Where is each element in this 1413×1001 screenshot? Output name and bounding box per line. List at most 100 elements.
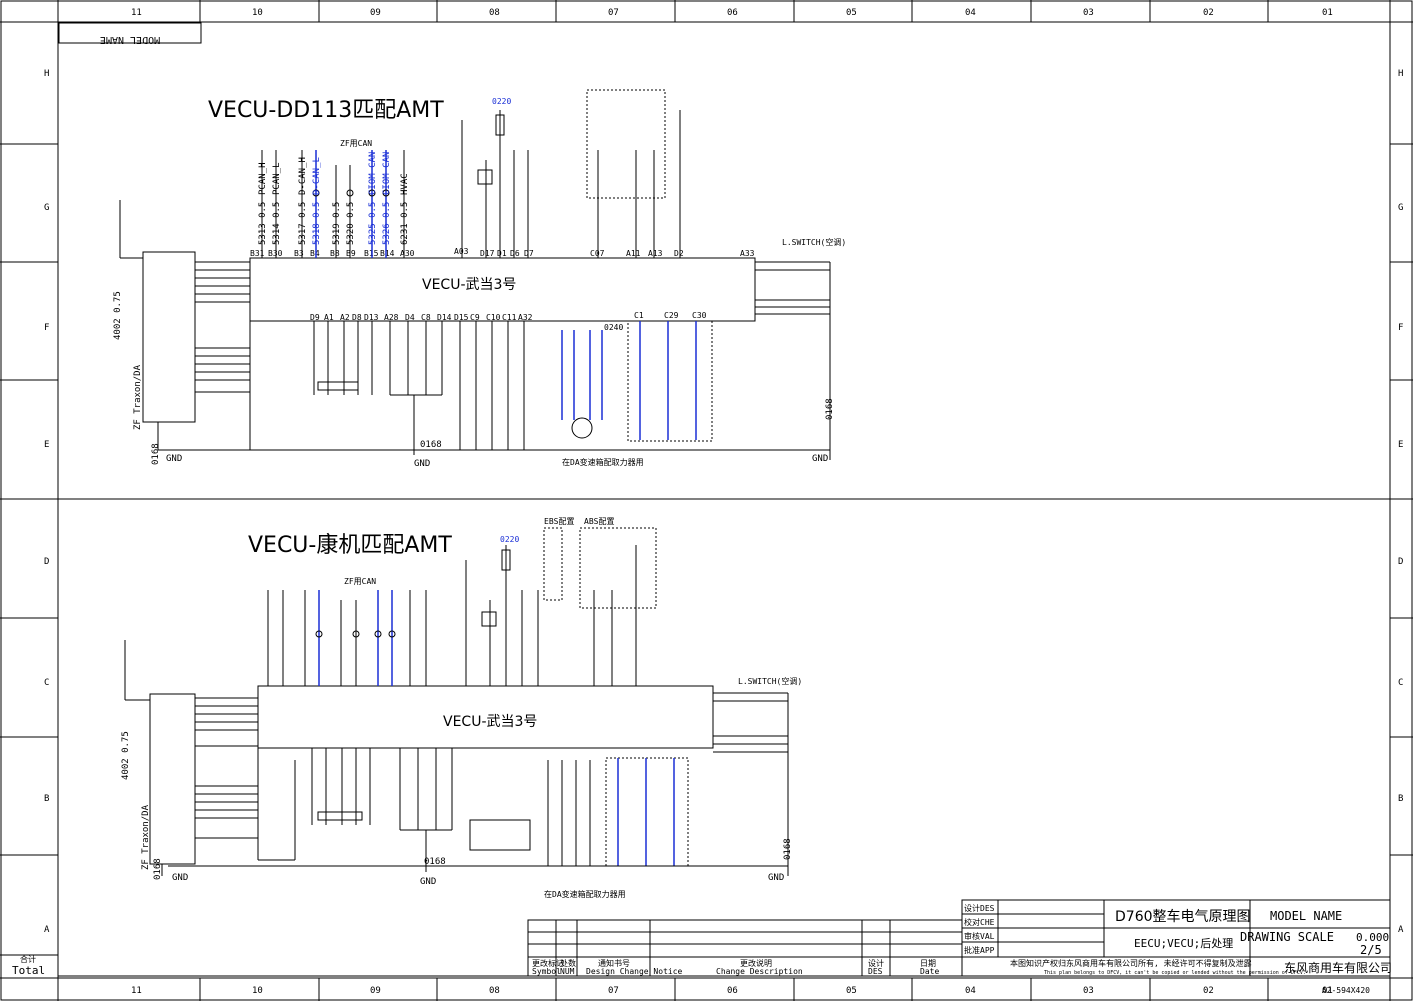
col-label: 08 bbox=[489, 986, 500, 996]
row-label: A bbox=[44, 925, 50, 935]
pin-label: D17 bbox=[480, 249, 495, 258]
diagram-1: VECU-DD113匹配AMT VECU-武当3号 B31 B30 B3 B4 … bbox=[113, 89, 846, 469]
page-number: 2/5 bbox=[1360, 943, 1382, 957]
ecu1-bottom-pins: D9 A1 A2 D8 D13 A28 D4 C8 D14 D15 C9 C10… bbox=[310, 311, 707, 322]
rev-header: Date bbox=[920, 967, 939, 976]
fuse-0220-label-2: 0220 bbox=[500, 535, 519, 544]
ecu1-bottom-wires bbox=[313, 320, 713, 455]
rev-header: Design Change Notice bbox=[586, 967, 683, 976]
pto-note-2: 在DA变速箱配取力器用 bbox=[544, 889, 626, 899]
model-name-tab bbox=[58, 22, 202, 44]
copyright-cn: 本图知识产权归东风商用车有限公司所有, 未经许可不得复制及泄露 bbox=[1010, 958, 1252, 968]
col-label: 01 bbox=[1322, 986, 1333, 996]
pin-label: B3 bbox=[294, 249, 304, 258]
diagram-2-title: VECU-康机匹配AMT bbox=[248, 533, 452, 558]
pin-label: D4 bbox=[405, 313, 415, 322]
sheet-size: A2-594X420 bbox=[1322, 986, 1370, 995]
ecu-label-2: VECU-武当3号 bbox=[443, 714, 537, 730]
col-label: 08 bbox=[489, 8, 500, 18]
pin-label: D7 bbox=[524, 249, 534, 258]
row-label: C bbox=[1398, 678, 1403, 688]
row-label: E bbox=[1398, 440, 1403, 450]
title-row-label: 批准APP bbox=[964, 945, 995, 955]
rev-header: DES bbox=[868, 967, 883, 976]
abs-label: ABS配置 bbox=[584, 517, 614, 526]
rev-header: 通知书号 bbox=[598, 958, 630, 968]
wire-label: 5320 0.5 bbox=[346, 202, 356, 245]
rev-header: 更改标记 bbox=[532, 958, 564, 968]
row-label: C bbox=[44, 678, 49, 688]
pin-label: B31 bbox=[250, 249, 265, 258]
pin-label: B14 bbox=[380, 249, 395, 258]
ecu-box-1 bbox=[249, 257, 756, 322]
row-labels: H G F E D C B A H G F E D C B A bbox=[44, 69, 1404, 935]
pin-label: A1 bbox=[324, 313, 334, 322]
zf-can-label-1: ZF用CAN bbox=[340, 139, 372, 148]
column-ticks bbox=[199, 0, 1269, 1001]
ecu-box-2 bbox=[257, 685, 714, 749]
col-label: 11 bbox=[131, 986, 142, 996]
row-label: D bbox=[44, 557, 49, 567]
gnd-label-2a: GND bbox=[172, 873, 188, 883]
col-label: 10 bbox=[252, 8, 263, 18]
row-label: H bbox=[1398, 69, 1403, 79]
fuse-0220-label-1: 0220 bbox=[492, 97, 511, 106]
pin-label: B30 bbox=[268, 249, 283, 258]
wire-label: 5318 0.5 bbox=[312, 202, 322, 245]
wire-label: 5326 0.5 bbox=[382, 202, 392, 245]
wire-label: 5319 0.5 bbox=[332, 202, 342, 245]
fuse-symbol bbox=[495, 114, 505, 136]
relay-symbol bbox=[477, 169, 493, 185]
wire-signal: HVAC bbox=[400, 173, 410, 195]
gnd-wire-label-1: 0168 bbox=[420, 440, 442, 450]
diagram-1-title: VECU-DD113匹配AMT bbox=[208, 98, 444, 123]
gnd-label-2c: GND bbox=[768, 873, 784, 883]
col-label: 04 bbox=[965, 8, 976, 18]
col-label: 01 bbox=[1322, 8, 1333, 18]
ecu1-top-pins: B31 B30 B3 B4 B8 B9 B15 B14 A30 A03 D17 … bbox=[250, 247, 755, 258]
row-label: G bbox=[44, 203, 49, 213]
rev-header: 更改说明 bbox=[740, 958, 772, 968]
ecu1-top-wires bbox=[261, 110, 681, 258]
wire-signal: PCAN_L bbox=[272, 162, 282, 195]
gnd-label-1c: GND bbox=[812, 454, 828, 464]
connector-side-label-2: ZF Traxon/DA bbox=[141, 804, 151, 870]
lswitch-label-1: L.SWITCH(空调) bbox=[782, 237, 846, 247]
gnd-label-1a: GND bbox=[166, 454, 182, 464]
model-name-tab-text: MODEL NAME bbox=[100, 34, 160, 45]
scale-value: 0.000 bbox=[1356, 931, 1389, 944]
row-label: G bbox=[1398, 203, 1403, 213]
pin-label: C1 bbox=[634, 311, 644, 320]
col-label: 02 bbox=[1203, 986, 1214, 996]
ecu2-top-wires bbox=[267, 545, 637, 686]
pin-label: A13 bbox=[648, 249, 663, 258]
wire-label: 6231 0.5 bbox=[400, 202, 410, 245]
pin-label: B4 bbox=[310, 249, 320, 258]
drawing-subtitle: EECU;VECU;后处理 bbox=[1134, 937, 1233, 950]
row-label: A bbox=[1398, 925, 1404, 935]
title-row-label: 设计DES bbox=[964, 903, 995, 913]
ecu2-bottom-wires bbox=[311, 748, 689, 872]
lswitch-label-2: L.SWITCH(空调) bbox=[738, 676, 802, 686]
gnd-wire-right-1: 0168 bbox=[825, 398, 835, 420]
row-label: D bbox=[1398, 557, 1403, 567]
wire-4002-label-1: 4002 0.75 bbox=[113, 291, 123, 340]
col-label: 03 bbox=[1083, 8, 1094, 18]
col-label: 07 bbox=[608, 8, 619, 18]
pin-label: D15 bbox=[454, 313, 469, 322]
pin-label: A2 bbox=[340, 313, 350, 322]
wire-signal: D-CAN_L bbox=[312, 157, 322, 195]
pin-label: D8 bbox=[352, 313, 362, 322]
col-label: 10 bbox=[252, 986, 263, 996]
wire-signal: CIOM CAN bbox=[368, 152, 378, 195]
pin-label: D13 bbox=[364, 313, 379, 322]
main-title-block bbox=[961, 899, 1391, 977]
col-label: 07 bbox=[608, 986, 619, 996]
connector-side-label-1: ZF Traxon/DA bbox=[133, 364, 143, 430]
col-label: 04 bbox=[965, 986, 976, 996]
row-label: E bbox=[44, 440, 49, 450]
wire-signal: CIOM CAN bbox=[382, 152, 392, 195]
col-label: 02 bbox=[1203, 8, 1214, 18]
